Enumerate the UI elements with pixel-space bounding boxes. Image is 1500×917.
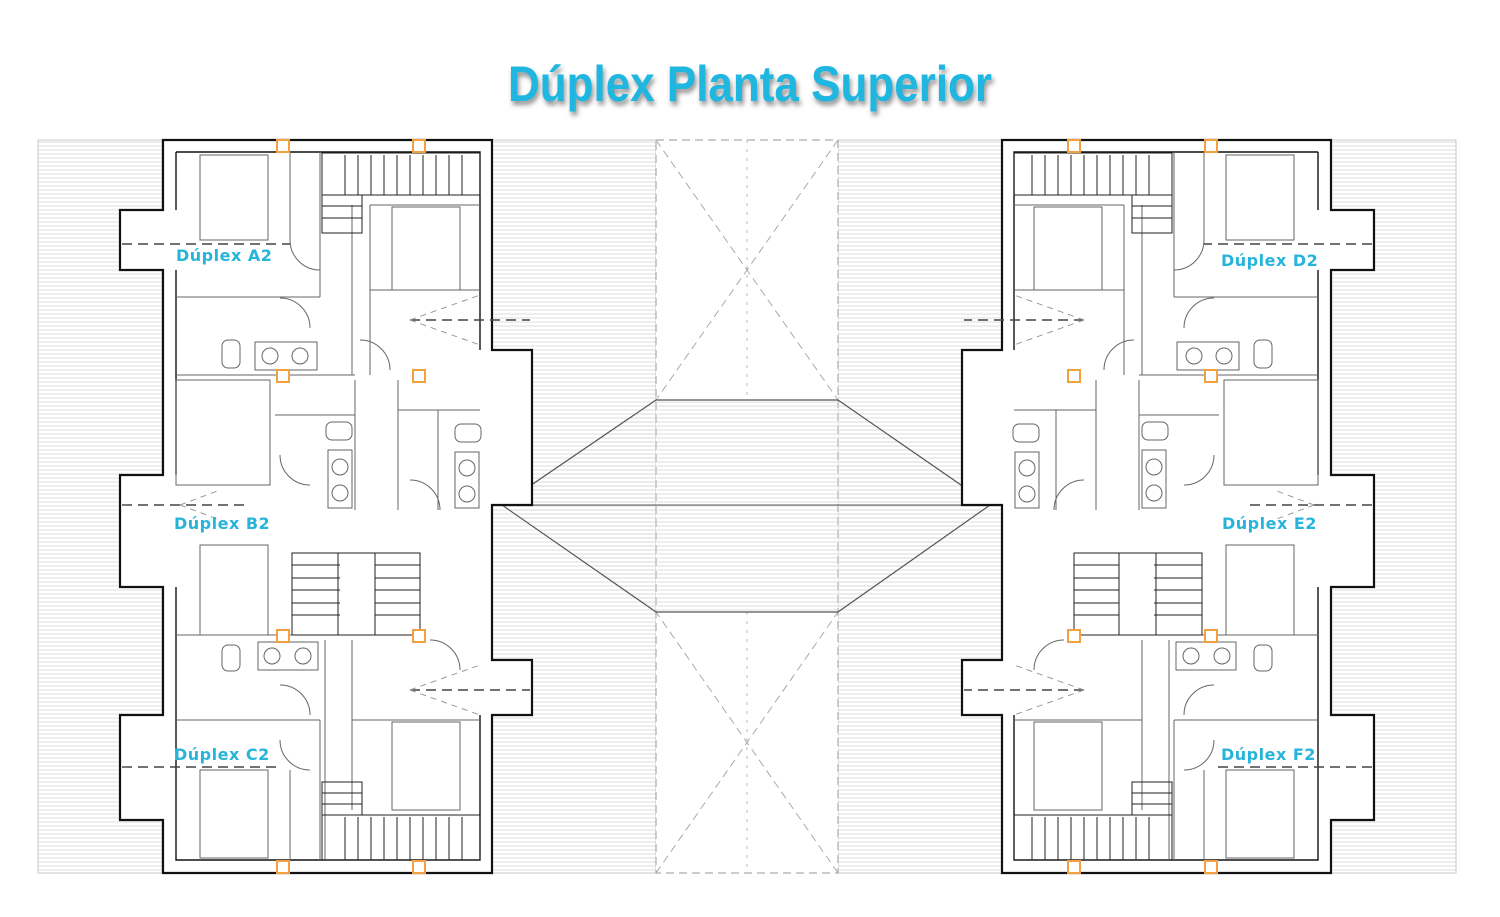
- unit-label-d2: Dúplex D2: [1221, 251, 1319, 270]
- left-stairs: [291, 152, 481, 861]
- left-overhang-lines: [122, 243, 530, 768]
- unit-label-b2: Dúplex B2: [174, 514, 271, 533]
- left-interior: [175, 152, 482, 860]
- unit-label-c2: Dúplex C2: [174, 745, 270, 764]
- window-markers: [276, 139, 1218, 874]
- unit-label-e2: Dúplex E2: [1222, 514, 1317, 533]
- left-overhang-lines-thin: [179, 294, 481, 716]
- unit-label-a2: Dúplex A2: [176, 246, 273, 265]
- unit-label-f2: Dúplex F2: [1221, 745, 1316, 764]
- page-title: Dúplex Planta Superior: [507, 56, 993, 112]
- right-block: [960, 138, 1376, 875]
